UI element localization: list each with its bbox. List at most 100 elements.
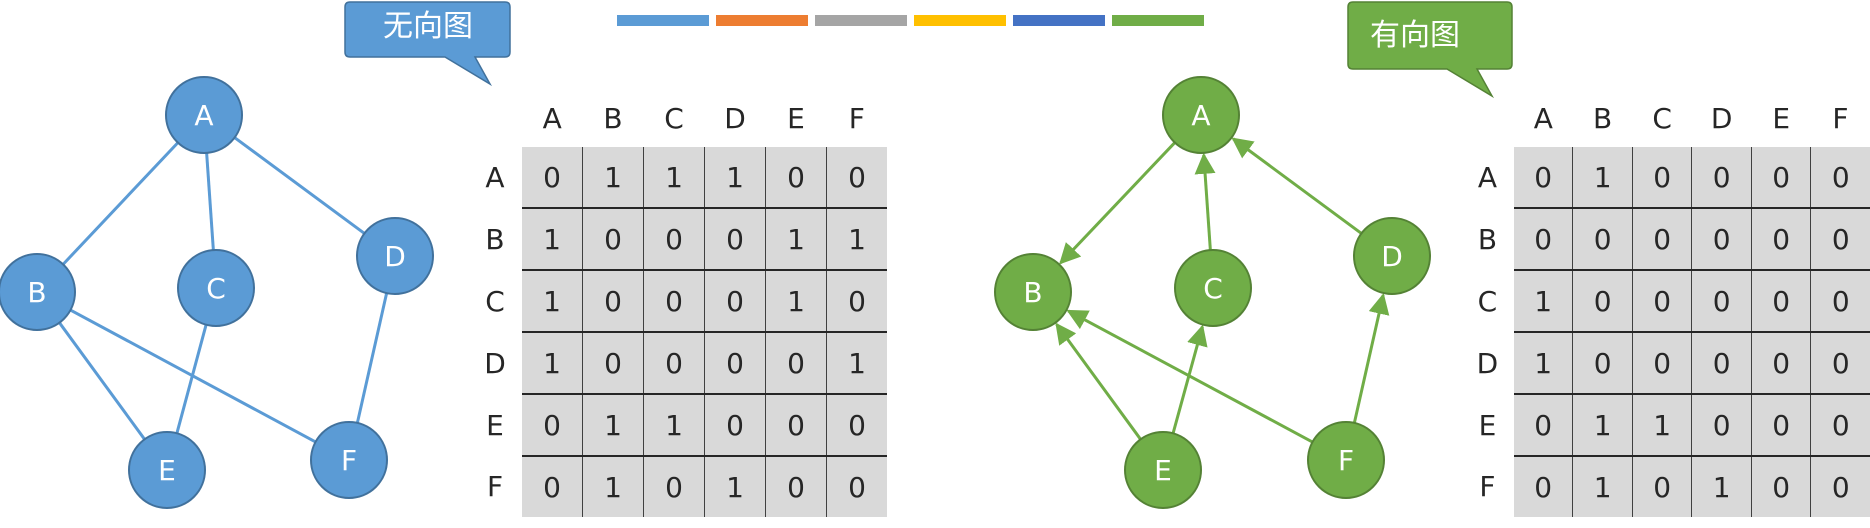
- matrix-cell: 0: [1631, 269, 1692, 332]
- matrix-cell: 0: [1810, 331, 1870, 394]
- undirected-badge: 无向图: [344, 1, 511, 87]
- undirected-edges: [58, 136, 389, 444]
- undirected-edge-a-d: [233, 136, 366, 235]
- matrix-cell: 0: [1691, 331, 1752, 394]
- directed-edge-d-a: [1231, 137, 1363, 235]
- matrix-cell: 1: [1572, 393, 1633, 456]
- matrix-row: E 0 1 1 0 0 0: [468, 393, 887, 456]
- matrix-row-label: C: [1477, 284, 1498, 318]
- matrix-cell: 0: [1691, 147, 1752, 208]
- undirected-node-e: [128, 431, 206, 509]
- matrix-cell: 0: [1631, 207, 1692, 270]
- matrix-cell: 0: [522, 147, 583, 208]
- matrix-col-label: F: [1832, 102, 1849, 135]
- matrix-cell: 0: [704, 393, 766, 456]
- matrix-col-label: C: [1652, 102, 1672, 135]
- directed-edges: [1055, 137, 1390, 444]
- undirected-node-f: [310, 421, 388, 499]
- matrix-cell: 1: [704, 455, 766, 517]
- matrix-cell: 0: [1750, 269, 1811, 332]
- matrix-row-label: E: [1478, 408, 1497, 442]
- matrix-row-label: C: [485, 284, 505, 318]
- matrix-cell: 1: [522, 331, 583, 394]
- matrix-cell: 0: [826, 269, 887, 332]
- matrix-row: A 0 1 1 1 0 0: [468, 147, 887, 208]
- matrix-cell: 0: [522, 393, 583, 456]
- legend-color-bar: [716, 15, 808, 26]
- undirected-node-c: [177, 249, 255, 327]
- matrix-cell: 0: [1750, 393, 1811, 456]
- matrix-cell: 0: [522, 455, 583, 517]
- matrix-row: F 0 1 0 1 0 0: [1461, 455, 1870, 517]
- matrix-corner: [468, 90, 522, 147]
- color-legend: [617, 15, 1204, 26]
- undirected-node-label: E: [158, 454, 176, 487]
- matrix-cell: 0: [765, 393, 827, 456]
- undirected-edge-b-e: [58, 321, 146, 441]
- matrix-row: E 0 1 1 0 0 0: [1461, 393, 1870, 456]
- matrix-cell: 1: [765, 269, 827, 332]
- directed-node-b: [994, 253, 1072, 331]
- directed-node-label: F: [1338, 444, 1354, 477]
- directed-edge-e-b: [1055, 322, 1142, 441]
- directed-node-label: E: [1154, 454, 1172, 487]
- matrix-row-label: A: [485, 161, 505, 194]
- matrix-row-label: B: [485, 222, 505, 256]
- undirected-edge-a-c: [205, 152, 215, 251]
- matrix-row-label: E: [486, 408, 504, 442]
- matrix-col-label: F: [848, 102, 865, 135]
- matrix-row: C 1 0 0 0 0 0: [1461, 269, 1870, 332]
- matrix-cell: 1: [522, 269, 583, 332]
- directed-badge: 有向图: [1347, 1, 1513, 99]
- matrix-col-label: D: [1710, 102, 1733, 135]
- matrix-row-label: F: [1479, 470, 1496, 503]
- matrix-row-label: A: [1477, 161, 1497, 194]
- undirected-adjacency-matrix: A B C D E F A 0 1 1 1 0 0 B 1 0 0 0 1 1 …: [468, 90, 887, 517]
- matrix-row: C 1 0 0 0 1 0: [468, 269, 887, 332]
- undirected-node-b: [0, 253, 76, 331]
- matrix-cell: 1: [826, 331, 887, 394]
- matrix-cell: 0: [643, 269, 705, 332]
- matrix-row-label: B: [1477, 222, 1498, 256]
- matrix-cell: 0: [1631, 455, 1692, 517]
- undirected-node-label: C: [206, 272, 226, 305]
- undirected-node-label: B: [27, 276, 46, 309]
- legend-color-bar: [1013, 15, 1105, 26]
- matrix-cell: 0: [1572, 331, 1633, 394]
- undirected-edge-a-b: [61, 141, 180, 266]
- matrix-cell: 0: [765, 147, 827, 208]
- matrix-col-label: A: [542, 102, 562, 135]
- matrix-cell: 0: [1631, 147, 1692, 208]
- legend-color-bar: [617, 15, 709, 26]
- directed-adjacency-matrix: A B C D E F A 0 1 0 0 0 0 B 0 0 0 0 0 0 …: [1461, 90, 1870, 517]
- directed-edge-c-a: [1194, 152, 1216, 251]
- matrix-cell: 0: [1513, 393, 1573, 456]
- undirected-node-label: A: [194, 99, 213, 132]
- matrix-cell: 0: [1810, 207, 1870, 270]
- matrix-cell: 0: [1691, 393, 1752, 456]
- matrix-cell: 0: [1750, 147, 1811, 208]
- matrix-cell: 0: [704, 269, 766, 332]
- directed-node-label: D: [1381, 240, 1403, 273]
- matrix-row-label: D: [1476, 346, 1499, 380]
- undirected-badge-shape: [344, 1, 511, 87]
- matrix-cell: 1: [704, 147, 766, 208]
- matrix-cell: 1: [1572, 147, 1633, 208]
- matrix-cell: 1: [643, 147, 705, 208]
- matrix-cell: 0: [1513, 207, 1573, 270]
- matrix-cell: 1: [582, 393, 644, 456]
- matrix-row: D 1 0 0 0 0 1: [468, 331, 887, 394]
- matrix-cell: 1: [1572, 455, 1633, 517]
- undirected-edge-d-f: [355, 292, 389, 424]
- undirected-badge-label: 无向图: [383, 9, 473, 44]
- undirected-edge-c-e: [175, 324, 208, 434]
- undirected-node-label: D: [384, 240, 406, 273]
- matrix-cell: 0: [582, 207, 644, 270]
- matrix-cell: 1: [582, 147, 644, 208]
- legend-color-bar: [1112, 15, 1204, 26]
- directed-edge-f-d: [1352, 292, 1390, 424]
- matrix-cell: 0: [1691, 207, 1752, 270]
